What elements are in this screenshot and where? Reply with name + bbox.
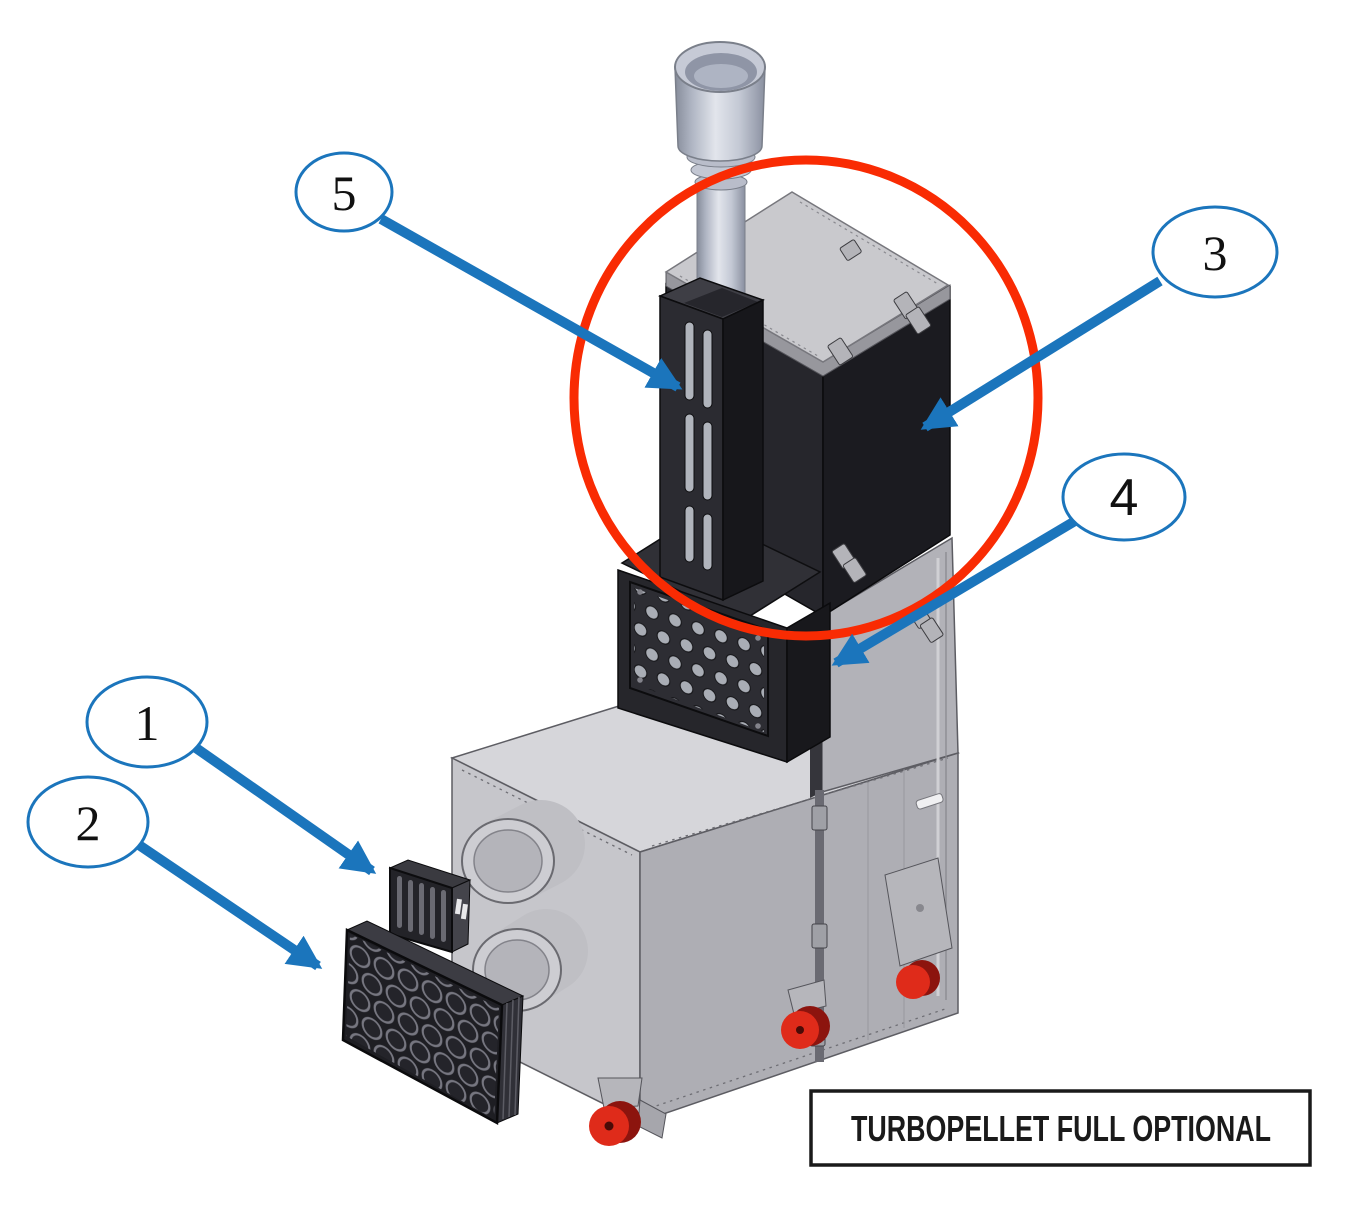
louver-side-face xyxy=(451,879,471,953)
callout-3-bubble xyxy=(1151,205,1279,299)
annotations: 1 2 3 4 5 TURBOPELLET FULL OPTIONAL xyxy=(26,151,1312,1167)
chimney-funnel xyxy=(674,41,766,162)
grille-side-ridge xyxy=(514,996,520,1116)
hinge xyxy=(811,923,828,949)
tower-collar xyxy=(684,288,758,317)
arrow-2 xyxy=(133,838,323,971)
caster-middle xyxy=(781,979,830,1049)
louver-side-slot xyxy=(460,903,468,920)
arrow-1 xyxy=(193,743,377,876)
callout-4-number: 4 xyxy=(1110,469,1139,527)
panel-screws xyxy=(637,589,761,729)
callout-3: 3 xyxy=(1151,205,1279,299)
arrow-4 xyxy=(831,516,1078,668)
air-box-right-face xyxy=(786,601,831,764)
caster-bracket xyxy=(884,857,953,967)
rivet-line xyxy=(799,201,939,285)
callout-4-bubble xyxy=(1061,452,1187,542)
callout-arrows xyxy=(133,214,1163,971)
callout-2-bubble xyxy=(26,775,150,869)
grille-panel-part xyxy=(341,920,525,1126)
highlight-circle xyxy=(569,155,1043,641)
rivet-line xyxy=(651,757,949,847)
port-lower xyxy=(472,909,588,1012)
louver-side-slot xyxy=(454,898,462,915)
port-upper xyxy=(461,800,585,904)
louver-slats xyxy=(397,876,446,942)
caster-wheel xyxy=(896,965,930,999)
callout-2-number: 2 xyxy=(76,795,101,851)
callout-3-number: 3 xyxy=(1203,225,1228,281)
feed-tower xyxy=(658,277,765,602)
callout-1: 1 xyxy=(85,675,209,769)
caster-rear xyxy=(884,857,953,999)
louver-bracket-part xyxy=(388,859,472,954)
machine-illustration xyxy=(341,41,961,1146)
grille-side-ridge xyxy=(508,999,514,1118)
caster-front xyxy=(589,1077,667,1146)
tower-slots xyxy=(684,321,713,571)
hinge xyxy=(811,805,828,831)
grille-honeycomb xyxy=(346,934,499,1119)
callout-4: 4 xyxy=(1061,452,1187,542)
cabinet-right-face xyxy=(639,751,959,1124)
tower-right-face xyxy=(722,298,764,602)
arrow-5 xyxy=(378,214,683,392)
grille-side-ridge xyxy=(502,1002,508,1120)
caption-box: TURBOPELLET FULL OPTIONAL xyxy=(809,1089,1312,1167)
caption-text: TURBOPELLET FULL OPTIONAL xyxy=(851,1108,1271,1149)
callout-1-bubble xyxy=(85,675,209,769)
callout-2: 2 xyxy=(26,775,150,869)
door-handle xyxy=(915,793,944,810)
arrow-3 xyxy=(920,276,1163,432)
callout-5: 5 xyxy=(294,151,394,233)
callout-5-bubble xyxy=(294,151,394,233)
caption-border xyxy=(809,1089,1312,1167)
callout-1-number: 1 xyxy=(135,695,160,751)
lower-cabinet xyxy=(449,536,961,1146)
callout-5-number: 5 xyxy=(332,165,357,221)
